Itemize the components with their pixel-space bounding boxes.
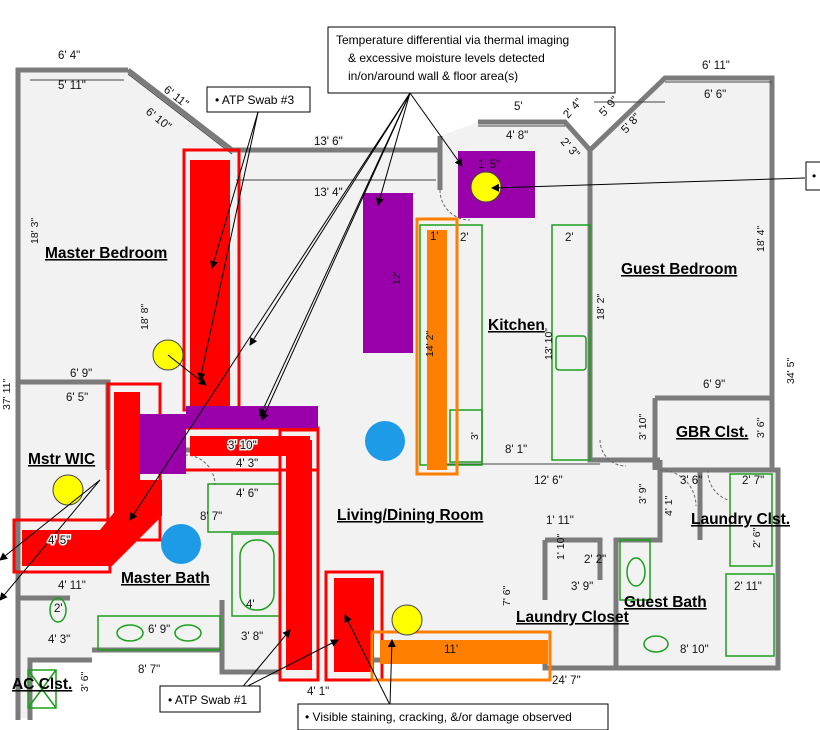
dimension-label: 34' 5" <box>785 358 797 384</box>
dimension-label: 8' 1" <box>505 444 527 456</box>
inner-lines <box>30 73 772 465</box>
callout-thermal-line-2: & excessive moisture levels detected <box>348 51 545 65</box>
dimension-label: 13' 4" <box>314 187 343 199</box>
dimension-label: 6' 5" <box>66 392 88 404</box>
dimension-label: 24' 7" <box>552 675 581 687</box>
dimension-label: 2' <box>54 603 63 615</box>
dimension-label: 8' 7" <box>138 664 160 676</box>
dimension-label: 2' 11" <box>734 581 762 593</box>
callout-visible-damage: • Visible staining, cracking, &/or damag… <box>297 703 609 730</box>
callout-thermal-line-1: Temperature differential via thermal ima… <box>336 33 569 47</box>
dimension-label: 3' 9" <box>637 483 649 504</box>
dimension-label: 4' 5" <box>48 535 70 547</box>
room-gbr-clst: GBR Clst. <box>676 424 748 441</box>
dimension-label: 7' 6" <box>501 585 513 606</box>
room-guest-bath: Guest Bath <box>624 594 707 611</box>
dimension-label: 12' 6" <box>534 475 563 487</box>
atp-swab-marker <box>470 171 502 203</box>
dimension-label: 3' 10" <box>228 440 257 452</box>
dimension-label: 4' 11" <box>58 580 86 592</box>
dimension-label: 2' <box>460 232 469 244</box>
red-zone-bath-diagonal <box>12 480 162 574</box>
dimension-label: 4' 1" <box>307 686 329 698</box>
orange-zones <box>370 217 552 682</box>
room-mstr-wic: Mstr WIC <box>28 451 95 468</box>
dimension-label: 5' 9" <box>597 94 621 119</box>
dimension-label: 3' 6" <box>680 475 702 487</box>
dimension-label: 4' 3" <box>236 458 258 470</box>
room-living-dining: Living/Dining Room <box>337 507 483 524</box>
callout-visible-damage-label: • Visible staining, cracking, &/or damag… <box>305 710 572 724</box>
dimension-label: 3' 6" <box>755 417 767 438</box>
dimension-label: 11' <box>444 644 458 656</box>
dimension-label: 1' 5" <box>478 159 500 171</box>
atp-swab-marker <box>391 604 423 636</box>
dimension-label: 3' 10" <box>637 414 649 440</box>
dimension-label: 14' 2" <box>424 331 436 357</box>
dimension-label: 6' 9" <box>148 624 170 636</box>
dimension-label: 6' 9" <box>70 368 92 380</box>
room-master-bath: Master Bath <box>121 570 210 587</box>
dimension-label: 18' 8" <box>139 304 151 330</box>
fixtures <box>27 224 775 709</box>
room-guest-bedroom: Guest Bedroom <box>621 261 737 278</box>
atp-swab-marker <box>52 474 84 506</box>
callout-cut-right: • <box>805 161 820 191</box>
dimension-label: 5' 11" <box>58 80 86 92</box>
dimension-label: 18' 3" <box>29 218 41 244</box>
callout-cut-right-bullet: • <box>812 169 816 183</box>
dimension-label: 6' 11" <box>702 60 730 72</box>
blue-marker <box>161 524 201 564</box>
dimension-label: 8' 10" <box>680 644 709 656</box>
callout-atp-swab-3: • ATP Swab #3 <box>206 86 311 113</box>
room-ac-clst: AC Clst. <box>12 676 72 693</box>
room-laundry-closet: Laundry Closet <box>516 609 629 626</box>
dimension-label: 1' 10" <box>555 534 567 560</box>
dimension-label: 6' 4" <box>58 50 80 62</box>
dimension-label: 13' 6" <box>314 136 343 148</box>
callout-atp-swab-1-label: • ATP Swab #1 <box>168 693 247 707</box>
dimension-label: 2' <box>565 232 574 244</box>
dimension-label: 18' 4" <box>755 226 767 252</box>
dimension-label: 1' <box>430 231 439 243</box>
dimension-label: 2' 4" <box>561 96 585 121</box>
red-zone-bedroom-wall <box>182 148 241 412</box>
room-laundry-clst: Laundry Clst. <box>691 511 790 528</box>
dimension-label: 6' 9" <box>703 379 725 391</box>
door-swings <box>184 189 729 507</box>
callout-atp-swab-3-label: • ATP Swab #3 <box>215 93 294 107</box>
dimension-label: 2' 6" <box>751 527 763 548</box>
dimension-label: 3' 8" <box>241 631 263 643</box>
callout-thermal-line-3: in/on/around wall & floor area(s) <box>348 69 518 83</box>
dimension-label: 4' 3" <box>48 634 70 646</box>
dimension-label: 12' <box>391 271 403 285</box>
room-kitchen: Kitchen <box>488 317 545 334</box>
dimension-label: 37' 11" <box>1 378 13 410</box>
blue-marker <box>365 421 405 461</box>
purple-zones <box>140 151 535 474</box>
dimension-label: 3' 6" <box>79 671 91 692</box>
dimension-label: 4' 6" <box>236 488 258 500</box>
dimension-label: 2' 7" <box>742 475 764 487</box>
dimension-label: 18' 2" <box>595 294 607 320</box>
dimension-label: 13' 10" <box>543 328 555 360</box>
leader-lines <box>0 92 806 706</box>
room-labels: Master Bedroom Guest Bedroom Kitchen Mst… <box>12 245 790 693</box>
callout-thermal: Temperature differential via thermal ima… <box>327 26 616 94</box>
dimension-label: 8' 7" <box>200 511 222 523</box>
dimension-label: 6' 6" <box>704 89 726 101</box>
dimension-label: 3' <box>469 432 481 440</box>
dimension-label: 4' <box>246 599 255 611</box>
dimension-label: 5' <box>514 101 523 113</box>
room-master-bedroom: Master Bedroom <box>45 245 167 262</box>
callout-atp-swab-1: • ATP Swab #1 <box>159 685 261 713</box>
dimension-label: 3' 9" <box>571 581 593 593</box>
dimension-label: 2' 2" <box>584 554 606 566</box>
dimension-label: 4' 8" <box>506 130 528 142</box>
dimension-label: 1' 11" <box>546 515 574 527</box>
dimension-label: 4' 1" <box>663 495 675 516</box>
